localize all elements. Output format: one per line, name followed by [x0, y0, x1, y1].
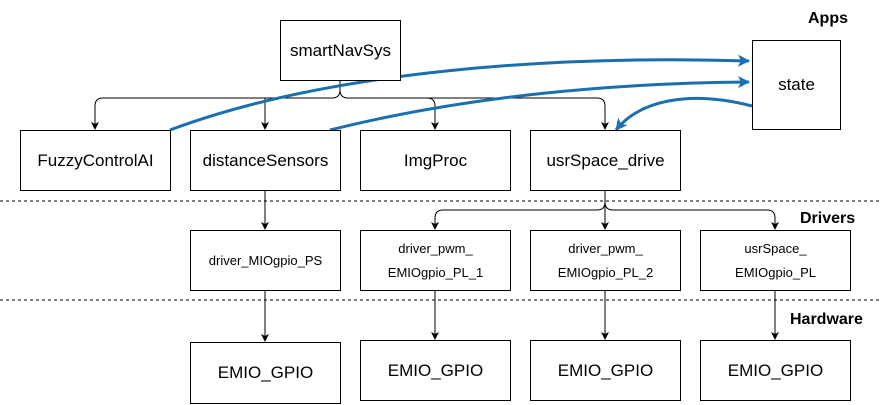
layer-label-hardware: Hardware [790, 311, 863, 328]
fuzzy-to-state-arrow [169, 54, 750, 132]
node-hw-emio-gpio-3-label: EMIO_GPIO [557, 360, 654, 380]
node-driver-pwm-pl-1[interactable]: driver_pwm_ EMIOgpio_PL_1 [360, 230, 511, 291]
node-hw-emio-gpio-1[interactable]: EMIO_GPIO [190, 342, 341, 404]
node-driver-miogpio-ps-label: driver_MIOgpio_PS [208, 252, 323, 268]
node-driver-pwm-pl-2-line2: EMIOgpio_PL_2 [557, 264, 654, 280]
root-fanout [91, 80, 609, 130]
node-imgproc-label: ImgProc [403, 150, 468, 170]
layer-label-drivers: Drivers [800, 210, 856, 227]
node-driver-pwm-pl-1-line2: EMIOgpio_PL_1 [387, 264, 484, 280]
node-state-label: state [778, 75, 815, 94]
node-state[interactable]: state [752, 40, 841, 130]
node-hw-emio-gpio-3[interactable]: EMIO_GPIO [530, 340, 681, 401]
node-driver-miogpio-ps[interactable]: driver_MIOgpio_PS [190, 230, 341, 291]
node-usrspace-emiogpio-pl-line1: usrSpace_ [744, 240, 807, 256]
node-imgproc[interactable]: ImgProc [360, 130, 511, 191]
node-distancesensors-label: distanceSensors [202, 150, 329, 170]
state-arrows [169, 54, 753, 132]
drivers-to-hardware [261, 290, 779, 342]
node-hw-emio-gpio-2[interactable]: EMIO_GPIO [360, 340, 511, 401]
layer-label-apps: Apps [808, 10, 848, 27]
node-usrspace-emiogpio-pl[interactable]: usrSpace_ EMIOgpio_PL [700, 230, 851, 291]
node-driver-pwm-pl-2-line1: driver_pwm_ [568, 240, 643, 256]
node-hw-emio-gpio-2-label: EMIO_GPIO [387, 360, 484, 380]
node-hw-emio-gpio-1-label: EMIO_GPIO [217, 363, 314, 382]
node-fuzzycontrolai-label: FuzzyControlAI [37, 150, 154, 170]
node-smartnavsys-label: smartNavSys [289, 40, 392, 60]
state-to-usrspace-arrow [614, 96, 753, 131]
node-distancesensors[interactable]: distanceSensors [190, 130, 341, 191]
node-hw-emio-gpio-4[interactable]: EMIO_GPIO [700, 340, 851, 401]
node-driver-pwm-pl-2[interactable]: driver_pwm_ EMIOgpio_PL_2 [530, 230, 681, 291]
node-usrspace-drive-label: usrSpace_drive [546, 150, 665, 170]
node-driver-pwm-pl-1-line1: driver_pwm_ [398, 240, 473, 256]
node-hw-emio-gpio-4-label: EMIO_GPIO [727, 360, 824, 380]
node-fuzzycontrolai[interactable]: FuzzyControlAI [20, 130, 171, 191]
node-usrspace-drive[interactable]: usrSpace_drive [530, 130, 681, 191]
distance-to-state-arrow [329, 76, 750, 132]
node-smartnavsys[interactable]: smartNavSys [280, 20, 401, 81]
apps-to-drivers [261, 190, 779, 230]
node-usrspace-emiogpio-pl-line2: EMIOgpio_PL [735, 264, 816, 280]
